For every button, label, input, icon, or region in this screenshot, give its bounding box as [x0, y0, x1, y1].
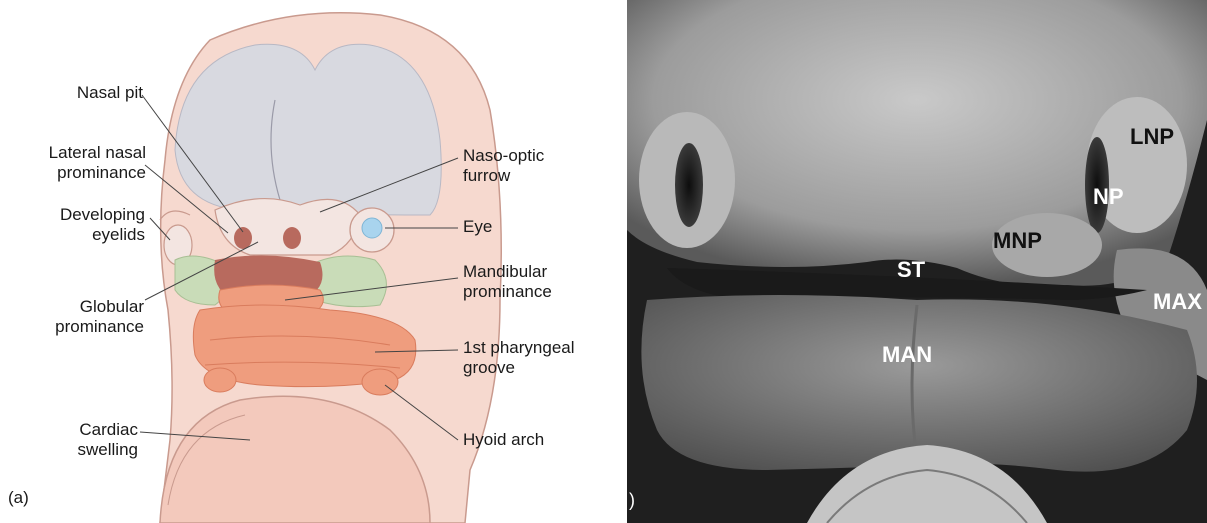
left-nasal-pit — [675, 143, 703, 227]
label-max: MAX — [1153, 290, 1202, 314]
panel-letter-b-partial: ) — [629, 488, 635, 512]
label-np: NP — [1093, 185, 1124, 209]
sem-micrograph: LNP NP MNP ST MAX MAN ) — [627, 0, 1207, 523]
label-hyoid-arch: Hyoid arch — [463, 430, 544, 450]
nasal-pit-right — [283, 227, 301, 249]
label-st: ST — [897, 258, 925, 282]
hyoid-arch-left — [204, 368, 236, 392]
label-mnp: MNP — [993, 229, 1042, 253]
forebrain — [175, 44, 441, 215]
label-eye: Eye — [463, 217, 492, 237]
eye-lens — [362, 218, 382, 238]
nasal-pit-left — [234, 227, 252, 249]
mandibular-process — [641, 295, 1197, 472]
label-man: MAN — [882, 343, 932, 367]
label-lnp: LNP — [1130, 125, 1174, 149]
label-nasal-pit: Nasal pit — [40, 83, 143, 103]
panel-letter-a: (a) — [8, 488, 29, 508]
